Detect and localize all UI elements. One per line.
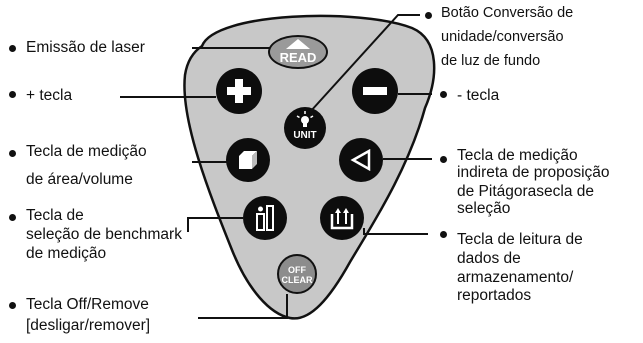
label-storage-2: dados de xyxy=(457,250,521,267)
label-benchmark-3: de medição xyxy=(26,245,107,262)
read-button-label: READ xyxy=(279,50,317,65)
bullet-indirect xyxy=(440,156,447,163)
storage-icon xyxy=(330,208,354,230)
plus-icon xyxy=(227,79,251,103)
label-off-2: [desligar/remover] xyxy=(26,317,151,334)
label-indirect-1: Tecla de medição xyxy=(457,147,578,164)
plus-button[interactable] xyxy=(216,68,262,114)
label-indirect-3: de Pitágorasecla de xyxy=(457,183,595,200)
label-unit-3: de luz de fundo xyxy=(441,53,541,69)
triangle-icon xyxy=(350,149,371,171)
bullet-minus xyxy=(440,91,447,98)
label-area-2: de área/volume xyxy=(26,171,133,188)
unit-button[interactable]: UNIT xyxy=(284,107,326,149)
bullet-storage xyxy=(440,231,447,238)
bullet-off xyxy=(9,302,16,309)
label-area-1: Tecla de medição xyxy=(26,143,147,160)
read-button[interactable]: READ xyxy=(268,35,328,69)
clear-label: CLEAR xyxy=(281,275,313,285)
label-off-1: Tecla Off/Remove xyxy=(26,296,149,313)
unit-button-label: UNIT xyxy=(293,130,317,141)
off-clear-button[interactable]: OFF CLEAR xyxy=(277,254,317,294)
label-unit-2: unidade/conversão xyxy=(441,29,564,45)
off-label: OFF xyxy=(288,265,306,275)
arrow-up-icon xyxy=(286,39,310,49)
label-storage-4: reportados xyxy=(457,287,532,304)
label-unit-1: Botão Conversão de xyxy=(441,5,574,21)
benchmark-button[interactable] xyxy=(243,196,287,240)
minus-button[interactable] xyxy=(352,68,398,114)
bullet-area xyxy=(9,150,16,157)
benchmark-icon xyxy=(256,205,274,231)
area-volume-button[interactable] xyxy=(226,138,270,182)
label-benchmark-1: Tecla de xyxy=(26,207,84,224)
bullet-laser xyxy=(9,45,16,52)
minus-icon xyxy=(363,87,387,95)
label-indirect-4: seleção xyxy=(457,200,511,217)
label-laser: Emissão de laser xyxy=(26,39,145,56)
label-minus-key: - tecla xyxy=(457,87,500,104)
indirect-measurement-button[interactable] xyxy=(339,138,383,182)
label-plus-key: + tecla xyxy=(26,87,73,104)
label-storage-3: armazenamento/ xyxy=(457,269,574,286)
label-indirect-2: indireta de proposição xyxy=(457,164,610,181)
label-storage-1: Tecla de leitura de xyxy=(457,231,583,248)
bullet-unit xyxy=(425,12,432,19)
lightbulb-icon xyxy=(296,111,314,127)
cube-icon xyxy=(239,151,257,169)
storage-button[interactable] xyxy=(320,196,364,240)
bullet-plus xyxy=(9,91,16,98)
bullet-benchmark xyxy=(9,214,16,221)
label-benchmark-2: seleção de benchmark xyxy=(26,226,182,243)
